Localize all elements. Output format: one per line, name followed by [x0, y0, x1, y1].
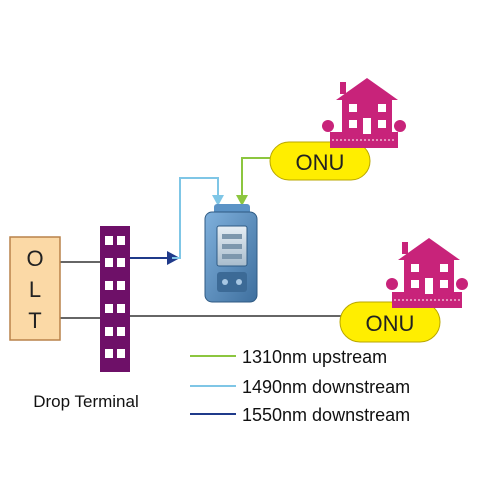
drop-terminal-label: Drop Terminal [33, 392, 139, 411]
optical-power-meter-icon [204, 204, 258, 303]
house-tree [394, 120, 406, 132]
port [105, 349, 113, 358]
onu-bottom-label: ONU [366, 311, 415, 336]
house-window [440, 264, 448, 272]
legend-label-1310nm: 1310nm upstream [242, 347, 387, 367]
port [117, 304, 125, 313]
olt-letter-l: L [29, 277, 41, 302]
onu-top-label: ONU [296, 150, 345, 175]
port [105, 258, 113, 267]
house-window [411, 264, 419, 272]
meter-keypad [217, 272, 247, 292]
house-window [349, 120, 357, 128]
meter-button [236, 279, 242, 285]
drop-terminal-body [100, 226, 130, 372]
house-bottom-icon [386, 238, 468, 308]
port [117, 327, 125, 336]
olt-box [9, 236, 61, 341]
house-door [425, 278, 433, 294]
legend-label-1550nm: 1550nm downstream [242, 405, 410, 425]
legend: 1310nm upstream 1490nm downstream 1550nm… [190, 347, 410, 425]
house-top-icon [322, 78, 406, 148]
house-roof [336, 78, 398, 100]
drop-terminal: Drop Terminal [33, 226, 139, 411]
house-window [440, 280, 448, 288]
port [117, 349, 125, 358]
meter-button [222, 279, 228, 285]
onu-bottom-pill [339, 301, 441, 343]
house-tree [386, 278, 398, 290]
house-roof [398, 238, 460, 260]
house-door [363, 118, 371, 134]
arrow-1490nm [212, 195, 224, 206]
meter-screen-bar [222, 234, 242, 239]
house-chimney [402, 242, 408, 254]
house-window [411, 280, 419, 288]
onu-bottom: ONU [339, 301, 441, 343]
meter-screen-bar [222, 254, 242, 259]
port [117, 258, 125, 267]
arrow-1310nm [236, 195, 248, 206]
house-window [378, 104, 386, 112]
port [105, 327, 113, 336]
port [105, 281, 113, 290]
port [105, 236, 113, 245]
olt: O L T [9, 236, 61, 341]
onu-top: ONU [269, 141, 371, 181]
house-window [378, 120, 386, 128]
port [117, 281, 125, 290]
olt-letter-o: O [26, 246, 43, 271]
fiber-lines [60, 157, 348, 319]
port [105, 304, 113, 313]
house-tree [456, 278, 468, 290]
legend-label-1490nm: 1490nm downstream [242, 377, 410, 397]
olt-letter-t: T [28, 308, 41, 333]
drop-terminal-ports [105, 236, 125, 358]
fiber-1310nm-to-meter [241, 157, 272, 196]
port [117, 236, 125, 245]
onu-top-pill [269, 141, 371, 181]
house-window [349, 104, 357, 112]
fiber-1490nm-to-meter [172, 177, 219, 259]
house-tree [322, 120, 334, 132]
house-chimney [340, 82, 346, 94]
meter-screen-bar [222, 244, 242, 249]
